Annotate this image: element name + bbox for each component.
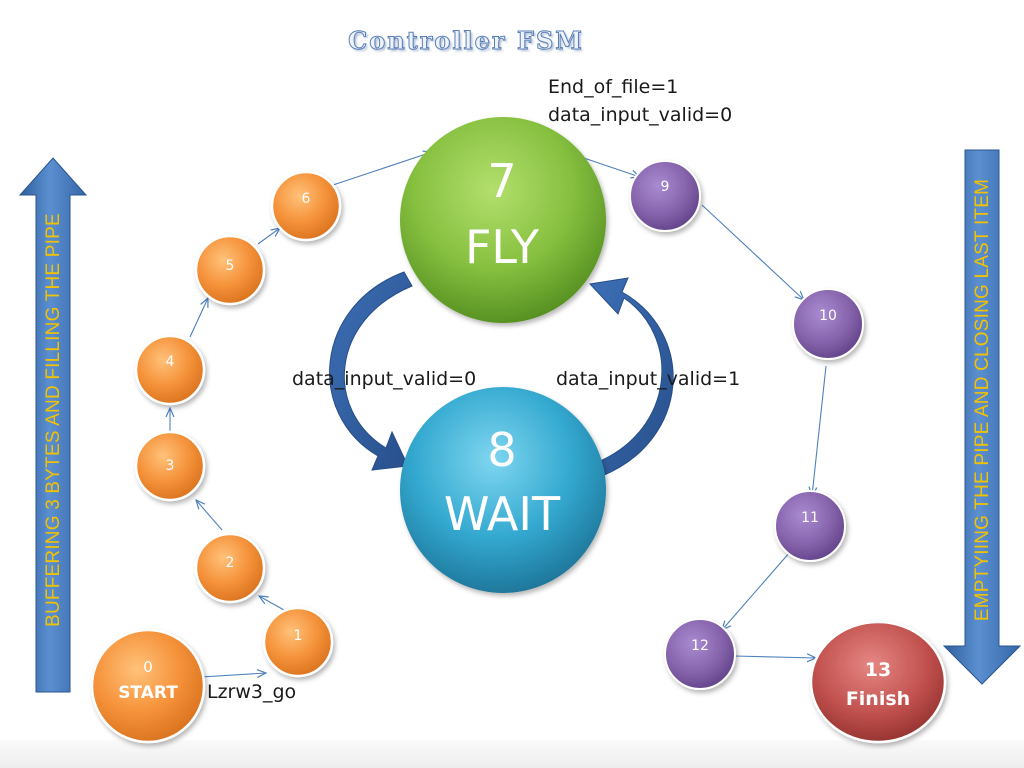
state-3[interactable]: 3 xyxy=(134,430,206,502)
state-4-number: 4 xyxy=(166,354,175,370)
to-fly-label: data_input_valid=1 xyxy=(556,368,741,390)
edge-4-5 xyxy=(189,298,208,338)
state-8-wait[interactable]: 8 WAIT xyxy=(400,387,606,593)
state-13-number: 13 xyxy=(865,659,891,681)
state-11-number: 11 xyxy=(801,510,819,526)
edge-1-2 xyxy=(259,596,285,611)
state-6-number: 6 xyxy=(302,191,311,207)
fly-to-wait-arrow xyxy=(329,271,413,471)
right-arrow-label: EMPTYIING THE PIPE AND CLOSING LAST ITEM xyxy=(972,178,993,622)
edge-6-7 xyxy=(329,152,432,187)
transition-lines xyxy=(170,152,827,679)
state-2[interactable]: 2 xyxy=(194,532,266,604)
state-0-number: 0 xyxy=(143,658,153,676)
state-1[interactable]: 1 xyxy=(262,606,334,678)
state-12-number: 12 xyxy=(691,638,709,654)
state-8-name: WAIT xyxy=(444,487,561,541)
eof-label-line1: End_of_file=1 xyxy=(548,76,679,98)
state-8-number: 8 xyxy=(487,423,516,477)
left-arrow-label: BUFFERING 3 BYTES AND FILLING THE PIPE xyxy=(43,213,64,627)
state-9-number: 9 xyxy=(661,179,670,195)
edge-7-9 xyxy=(577,155,640,177)
state-2-number: 2 xyxy=(226,555,235,571)
state-13-finish[interactable]: 13 Finish xyxy=(809,620,947,744)
left-up-arrow xyxy=(18,157,88,693)
edge-12-13 xyxy=(733,656,816,658)
eof-label-line2: data_input_valid=0 xyxy=(548,104,733,126)
state-12[interactable]: 12 xyxy=(664,618,736,690)
edge-2-3 xyxy=(196,500,223,531)
state-9[interactable]: 9 xyxy=(629,160,701,232)
state-5[interactable]: 5 xyxy=(194,234,266,306)
state-1-number: 1 xyxy=(294,628,303,644)
state-6[interactable]: 6 xyxy=(270,170,342,242)
state-0-name: START xyxy=(118,683,178,703)
state-7-number: 7 xyxy=(487,154,516,208)
state-10-number: 10 xyxy=(819,308,837,324)
state-0-start[interactable]: 0 START xyxy=(90,628,206,744)
state-11[interactable]: 11 xyxy=(774,490,846,562)
state-13-name: Finish xyxy=(846,688,910,710)
edge-10-11 xyxy=(812,365,827,496)
floor-reflection xyxy=(0,740,1024,768)
state-4[interactable]: 4 xyxy=(134,334,206,406)
right-down-arrow xyxy=(942,149,1022,685)
state-7-fly[interactable]: 7 FLY xyxy=(400,117,606,323)
edge-5-6 xyxy=(257,228,280,245)
edge-9-10 xyxy=(701,204,804,300)
state-10[interactable]: 10 xyxy=(792,288,864,360)
edge-11-12 xyxy=(722,551,791,630)
to-wait-label: data_input_valid=0 xyxy=(292,368,477,390)
state-5-number: 5 xyxy=(226,258,235,274)
state-7-name: FLY xyxy=(465,220,540,274)
state-3-number: 3 xyxy=(166,458,175,474)
wait-to-fly-arrow xyxy=(588,277,674,477)
diagram-title: Controller FSM xyxy=(348,26,584,56)
start-transition-label: Lzrw3_go xyxy=(207,681,297,703)
